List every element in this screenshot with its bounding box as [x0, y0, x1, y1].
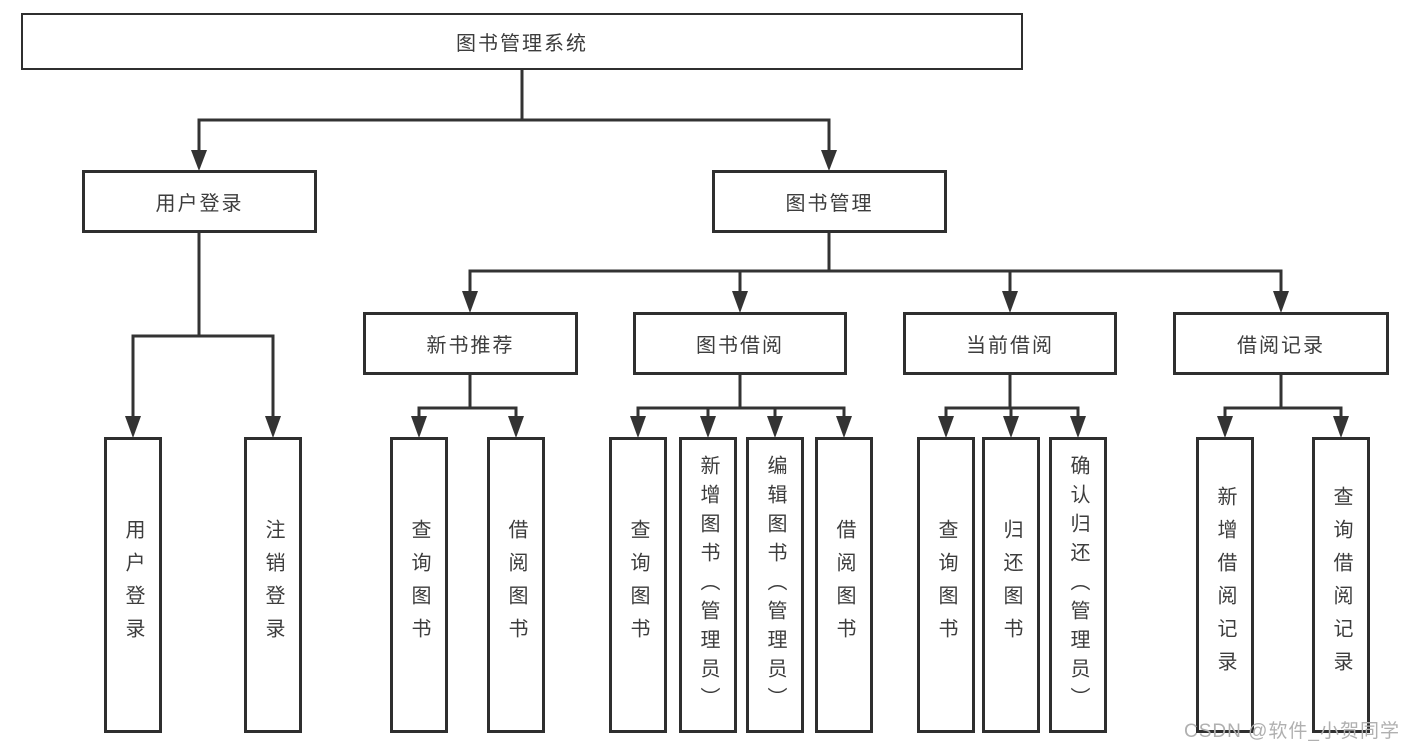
node-label: 确认归还（管理员）: [1067, 454, 1089, 716]
node-leaf-user-login: 用户登录: [104, 437, 162, 733]
node-label: 借阅图书: [833, 519, 855, 651]
node-leaf-query-books-borrow: 查询图书: [609, 437, 667, 733]
node-label: 查询图书: [627, 519, 649, 651]
node-user-login: 用户登录: [82, 170, 317, 233]
node-label: 借阅图书: [505, 519, 527, 651]
node-label: 查询借阅记录: [1330, 486, 1352, 684]
node-label: 图书管理: [785, 193, 874, 215]
node-label: 注销登录: [262, 519, 284, 651]
node-leaf-confirm-return-admin: 确认归还（管理员）: [1049, 437, 1107, 733]
node-label: 图书借阅: [696, 335, 784, 357]
node-label: 借阅记录: [1237, 335, 1325, 357]
node-leaf-return-book: 归还图书: [982, 437, 1040, 733]
node-leaf-logout: 注销登录: [244, 437, 302, 733]
node-label: 图书管理系统: [456, 33, 588, 55]
node-leaf-add-book-admin: 新增图书（管理员）: [679, 437, 737, 733]
node-label: 查询图书: [408, 519, 430, 651]
node-borrow-records: 借阅记录: [1173, 312, 1389, 375]
node-leaf-borrow-books-recommend: 借阅图书: [487, 437, 545, 733]
node-leaf-edit-book-admin: 编辑图书（管理员）: [746, 437, 804, 733]
node-new-book-recommend: 新书推荐: [363, 312, 578, 375]
node-label: 新增图书（管理员）: [697, 454, 719, 716]
node-label: 当前借阅: [966, 335, 1054, 357]
node-book-management: 图书管理: [712, 170, 947, 233]
node-book-borrow: 图书借阅: [633, 312, 847, 375]
node-label: 查询图书: [935, 519, 957, 651]
node-leaf-borrow-books: 借阅图书: [815, 437, 873, 733]
node-label: 编辑图书（管理员）: [764, 454, 786, 716]
node-label: 用户登录: [122, 519, 144, 651]
node-label: 归还图书: [1000, 519, 1022, 651]
node-current-borrow: 当前借阅: [903, 312, 1117, 375]
watermark: CSDN @软件_小贺同学: [1184, 721, 1400, 742]
node-label: 新增借阅记录: [1214, 486, 1236, 684]
node-label: 新书推荐: [426, 335, 515, 357]
node-leaf-add-borrow-record: 新增借阅记录: [1196, 437, 1254, 733]
node-root: 图书管理系统: [21, 13, 1023, 70]
node-leaf-query-books-current: 查询图书: [917, 437, 975, 733]
node-leaf-query-borrow-record: 查询借阅记录: [1312, 437, 1370, 733]
node-leaf-query-books-recommend: 查询图书: [390, 437, 448, 733]
node-label: 用户登录: [155, 193, 244, 215]
